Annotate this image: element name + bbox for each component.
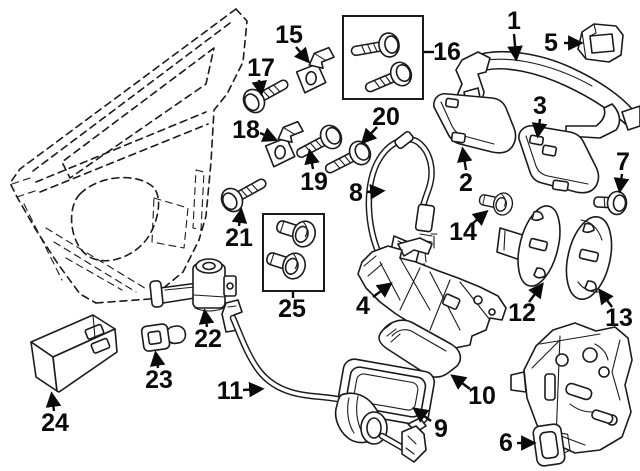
callout-15-arrow — [293, 46, 311, 64]
part-13-cover-plate — [565, 216, 613, 300]
part-12-cover-plate — [496, 205, 561, 287]
part-10-handle-guide-bracket — [378, 319, 462, 378]
part-1-outside-door-handle — [455, 51, 640, 139]
callout-18-label: 18 — [232, 116, 260, 144]
part-7-screw — [593, 190, 628, 216]
callout-16-label: 16 — [433, 38, 461, 66]
part-16-bolt-b — [360, 58, 416, 101]
callout-7-label: 7 — [616, 148, 630, 176]
callout-10-arrow — [450, 374, 471, 390]
callout-19-label: 19 — [300, 168, 328, 196]
part-14-clip — [476, 187, 516, 218]
callout-24-arrow — [45, 391, 62, 412]
callout-13-label: 13 — [605, 304, 633, 332]
callout-3-label: 3 — [533, 92, 547, 120]
callout-22-arrow — [198, 308, 215, 328]
callout-25-label: 25 — [278, 295, 306, 323]
part-22-door-check — [149, 258, 237, 312]
part-5-handle-end-cap — [577, 23, 624, 63]
callout-2-label: 2 — [459, 169, 473, 197]
part-3-handle-base — [518, 124, 600, 194]
part-18-door-check-bracket — [263, 118, 305, 170]
callout-23-arrow — [149, 350, 166, 369]
door-panel-outline — [9, 8, 248, 304]
part-21-bolt — [216, 170, 272, 217]
callout-22-label: 22 — [194, 325, 222, 353]
part-25-clip-kit-box — [262, 212, 325, 292]
callout-9-label: 9 — [434, 415, 448, 443]
callout-1-arrow — [507, 33, 523, 62]
part-2-handle-base — [433, 92, 517, 154]
callout-18-arrow — [259, 127, 279, 142]
callout-6-label: 6 — [499, 429, 513, 457]
callout-15-label: 15 — [275, 21, 303, 49]
callout-20-label: 20 — [372, 103, 400, 131]
callout-3-arrow — [531, 118, 548, 139]
callout-7-arrow — [613, 173, 630, 194]
part-25-clip-b — [262, 244, 310, 283]
part-6-lock-cover — [532, 423, 571, 467]
callout-1-label: 1 — [507, 7, 521, 35]
part-4-handle-reinforcement-carrier — [357, 233, 507, 349]
callout-4-label: 4 — [356, 292, 370, 320]
callout-13-arrow — [598, 288, 614, 308]
callout-14-arrow — [471, 209, 489, 227]
callout-21-label: 21 — [225, 224, 253, 252]
callout-5-label: 5 — [544, 29, 558, 57]
callout-9-arrow — [412, 407, 432, 423]
door-lock-actuator — [510, 322, 633, 454]
callout-11-label: 11 — [217, 377, 244, 405]
callout-23-label: 23 — [145, 366, 173, 394]
callout-12-arrow — [528, 282, 544, 303]
callout-12-label: 12 — [508, 299, 536, 327]
callout-11-arrow — [242, 381, 265, 398]
callout-24-label: 24 — [41, 409, 69, 437]
part-23-socket-bolt — [140, 323, 187, 352]
callout-4-arrow — [372, 282, 393, 298]
part-24-door-wedge — [30, 314, 118, 393]
callout-19-arrow — [304, 148, 320, 170]
callout-17-arrow — [251, 79, 267, 97]
callout-8-label: 8 — [349, 179, 363, 207]
part-11-lock-cable-assembly — [221, 299, 427, 463]
part-16-bolt-a — [348, 30, 402, 65]
part-25-clip-a — [272, 212, 320, 251]
callout-21-arrow — [231, 207, 248, 227]
callout-2-arrow — [456, 146, 473, 171]
callout-20-arrow — [360, 126, 378, 145]
callout-14-label: 14 — [449, 218, 477, 246]
callout-8-arrow — [366, 183, 386, 200]
part-16-bolt-kit-box — [342, 15, 424, 101]
callout-10-label: 10 — [468, 382, 496, 410]
callout-17-label: 17 — [247, 54, 275, 82]
